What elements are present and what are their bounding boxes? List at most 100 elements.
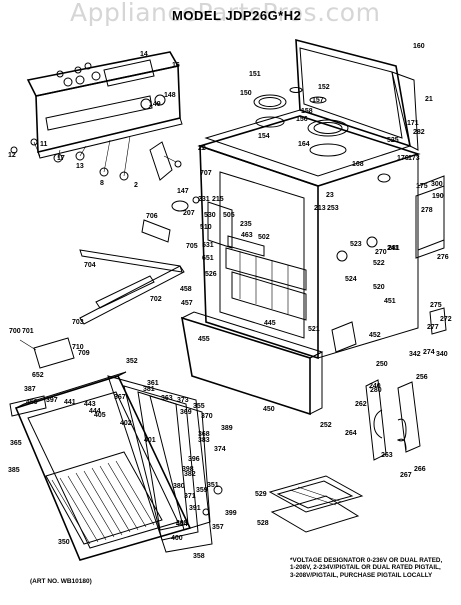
part-label: 383 xyxy=(198,437,210,444)
part-label: 350 xyxy=(58,539,70,546)
part-label: 706 xyxy=(146,213,158,220)
part-label: 523 xyxy=(350,241,362,248)
part-label: 267 xyxy=(400,472,412,479)
part-label: 367 xyxy=(114,394,126,401)
part-label: 391 xyxy=(189,505,201,512)
part-label: 277 xyxy=(427,324,439,331)
watermark: AppliancePartsPros.com xyxy=(70,0,381,27)
part-label: 160 xyxy=(413,43,425,50)
part-label: 704 xyxy=(84,262,96,269)
part-label: 270 xyxy=(375,249,387,256)
part-label: 459 xyxy=(26,399,38,406)
part-label: 455 xyxy=(198,336,210,343)
part-label: 404 xyxy=(176,521,188,528)
part-label: 520 xyxy=(373,284,385,291)
part-label: 276 xyxy=(437,254,449,261)
part-label: 374 xyxy=(214,446,226,453)
voltage-note-line: 1-208V, 2-234V/PIGTAIL OR DUAL RATED PIG… xyxy=(290,564,441,572)
part-label: 457 xyxy=(181,300,193,307)
part-label: 401 xyxy=(144,437,156,444)
part-label: 231 xyxy=(198,196,210,203)
part-label: 12 xyxy=(8,152,16,159)
part-label: 399 xyxy=(225,510,237,517)
art-number: (ART NO. WB10180) xyxy=(30,578,92,585)
part-label: 700 xyxy=(9,328,21,335)
part-label: 385 xyxy=(8,467,20,474)
range-body-drawing xyxy=(19,38,447,461)
part-label: 157 xyxy=(312,97,324,104)
part-label: 252 xyxy=(320,422,332,429)
part-label: 526 xyxy=(205,271,217,278)
part-label: 253 xyxy=(327,205,339,212)
part-label: 389 xyxy=(221,425,233,432)
part-label: 502 xyxy=(258,234,270,241)
broiler-pan-drawing xyxy=(268,475,364,533)
part-label: 274 xyxy=(423,349,435,356)
part-label: 444 xyxy=(89,408,101,415)
part-label: 395 xyxy=(176,520,188,527)
part-label: 371 xyxy=(184,493,196,500)
part-label: 402 xyxy=(120,420,132,427)
part-label: 215 xyxy=(212,196,224,203)
part-label: 164 xyxy=(298,141,310,148)
part-label: 176 xyxy=(397,155,409,162)
part-label: 369 xyxy=(180,409,192,416)
part-label: 355 xyxy=(193,403,205,410)
part-label: 703 xyxy=(72,319,84,326)
part-label: 445 xyxy=(264,320,276,327)
part-label: 651 xyxy=(202,255,214,262)
part-label: 235 xyxy=(240,221,252,228)
part-label: 152 xyxy=(318,84,330,91)
part-label: 2 xyxy=(134,182,138,189)
part-label: 156 xyxy=(296,116,308,123)
part-label: 521 xyxy=(308,326,320,333)
part-label: 381 xyxy=(143,386,155,393)
part-label: 400 xyxy=(171,535,183,542)
part-label: 368 xyxy=(198,431,210,438)
part-label: 380 xyxy=(173,483,185,490)
part-label: 173 xyxy=(408,155,420,162)
part-label: 702 xyxy=(150,296,162,303)
part-label: 463 xyxy=(241,232,253,239)
part-label: 701 xyxy=(22,328,34,335)
part-label: 528 xyxy=(257,520,269,527)
part-label: 351 xyxy=(207,482,219,489)
part-label: 23 xyxy=(326,192,334,199)
part-label: 398 xyxy=(182,466,194,473)
part-label: 358 xyxy=(193,553,205,560)
part-label: 361 xyxy=(147,380,159,387)
part-label: 363 xyxy=(161,395,173,402)
part-label: 264 xyxy=(345,430,357,437)
voltage-note-line: *VOLTAGE DESIGNATOR 0-236V OR DUAL RATED… xyxy=(290,557,443,564)
part-label: 263 xyxy=(381,452,393,459)
part-label: 262 xyxy=(355,401,367,408)
part-label: 705 xyxy=(186,243,198,250)
part-label: 171 xyxy=(407,120,419,127)
part-label: 250 xyxy=(376,361,388,368)
part-label: 370 xyxy=(201,413,213,420)
part-label: 505 xyxy=(223,212,235,219)
part-label: 458 xyxy=(180,286,192,293)
part-label: 151 xyxy=(249,71,261,78)
voltage-note-line: 3-208V/PIGTAIL, PURCHASE PIGTAIL LOCALLY xyxy=(290,571,433,579)
part-label: 397 xyxy=(46,397,58,404)
part-label: 359 xyxy=(196,487,208,494)
part-label: 207 xyxy=(183,210,195,217)
oven-door-drawing xyxy=(9,371,223,561)
part-label: 522 xyxy=(373,260,385,267)
part-label: 22 xyxy=(198,145,206,152)
part-label: 342 xyxy=(409,351,421,358)
door-window-hatching xyxy=(51,460,155,545)
part-label: 8 xyxy=(100,180,104,187)
part-label: 340 xyxy=(436,351,448,358)
part-label: 240 xyxy=(369,383,381,390)
part-label: 352 xyxy=(126,358,138,365)
part-label: 154 xyxy=(258,133,270,140)
part-label: 278 xyxy=(421,207,433,214)
part-label: 524 xyxy=(345,276,357,283)
part-label: 16 xyxy=(172,62,180,69)
part-label: 365 xyxy=(10,440,22,447)
part-label: 13 xyxy=(76,163,84,170)
model-title: MODEL JDP26G*H2 xyxy=(172,8,302,23)
